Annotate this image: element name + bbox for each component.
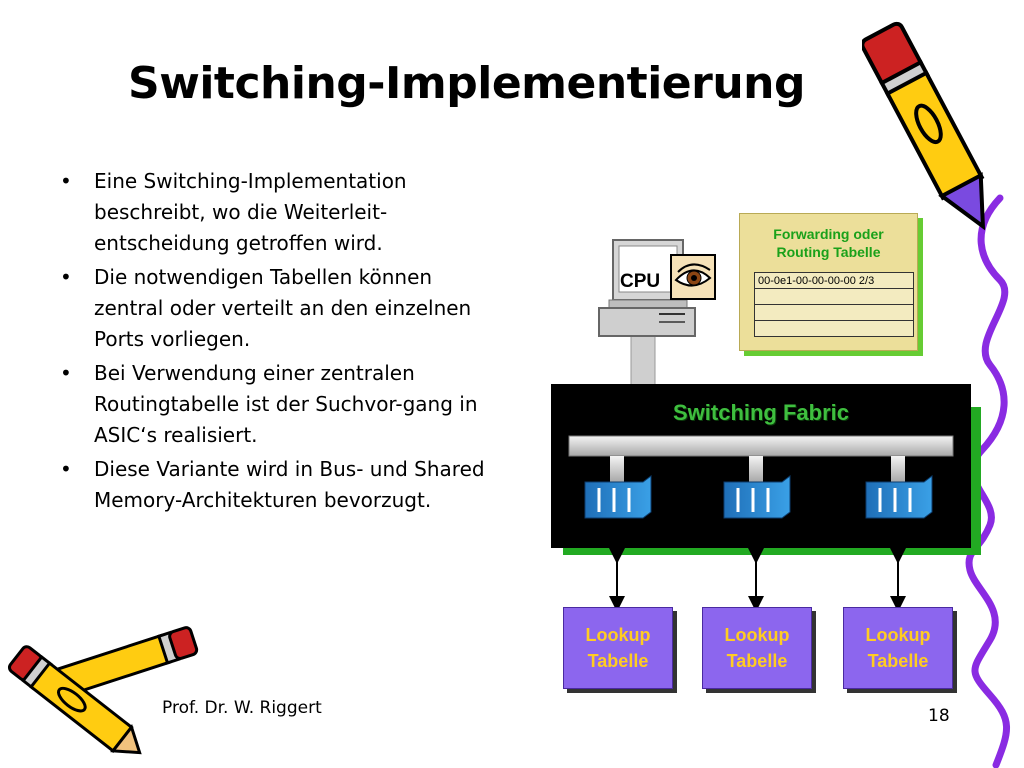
table-cell bbox=[754, 304, 914, 321]
table-row bbox=[754, 320, 914, 337]
switching-fabric-label: Switching Fabric bbox=[672, 400, 850, 425]
cpu-label: CPU bbox=[620, 271, 661, 292]
table-row bbox=[754, 304, 914, 321]
page-number: 18 bbox=[928, 706, 950, 726]
port-icon bbox=[723, 475, 791, 519]
table-row: 00-0e1-00-00-00-00 2/3 bbox=[754, 272, 914, 289]
table-cell bbox=[754, 320, 914, 337]
table-row bbox=[754, 288, 914, 305]
footer-author: Prof. Dr. W. Riggert bbox=[162, 698, 322, 718]
eye-icon bbox=[670, 254, 716, 300]
squiggle-decoration bbox=[965, 194, 1010, 768]
lookup-table: Lookup Tabelle bbox=[702, 607, 812, 689]
fabric-bus bbox=[568, 435, 954, 519]
lookup-table: Lookup Tabelle bbox=[563, 607, 673, 689]
lookup-table-label: Lookup Tabelle bbox=[865, 625, 931, 671]
slide-title: Switching-Implementierung bbox=[128, 58, 805, 109]
lookup-table: Lookup Tabelle bbox=[843, 607, 953, 689]
table-cell bbox=[754, 288, 914, 305]
bullet-item: Eine Switching-Implementation beschreibt… bbox=[60, 166, 500, 259]
lookup-table-label: Lookup Tabelle bbox=[585, 625, 651, 671]
table-cell: 00-0e1-00-00-00-00 2/3 bbox=[754, 272, 914, 289]
forwarding-table-title: Forwarding oder Routing Tabelle bbox=[773, 226, 884, 260]
port-icon bbox=[584, 475, 652, 519]
bullet-item: Diese Variante wird in Bus- und Shared M… bbox=[60, 454, 500, 516]
forwarding-table: 00-0e1-00-00-00-00 2/3 bbox=[754, 272, 914, 337]
lookup-table-label: Lookup Tabelle bbox=[724, 625, 790, 671]
pencil-icon bbox=[7, 626, 199, 755]
bullet-item: Die notwendigen Tabellen können zentral … bbox=[60, 262, 500, 355]
connector-arrows bbox=[609, 548, 906, 612]
port-icon bbox=[865, 475, 933, 519]
bullet-list: Eine Switching-Implementation beschreibt… bbox=[60, 166, 500, 519]
bullet-item: Bei Verwendung einer zentralen Routingta… bbox=[60, 358, 500, 451]
pencil-icon bbox=[862, 21, 986, 231]
